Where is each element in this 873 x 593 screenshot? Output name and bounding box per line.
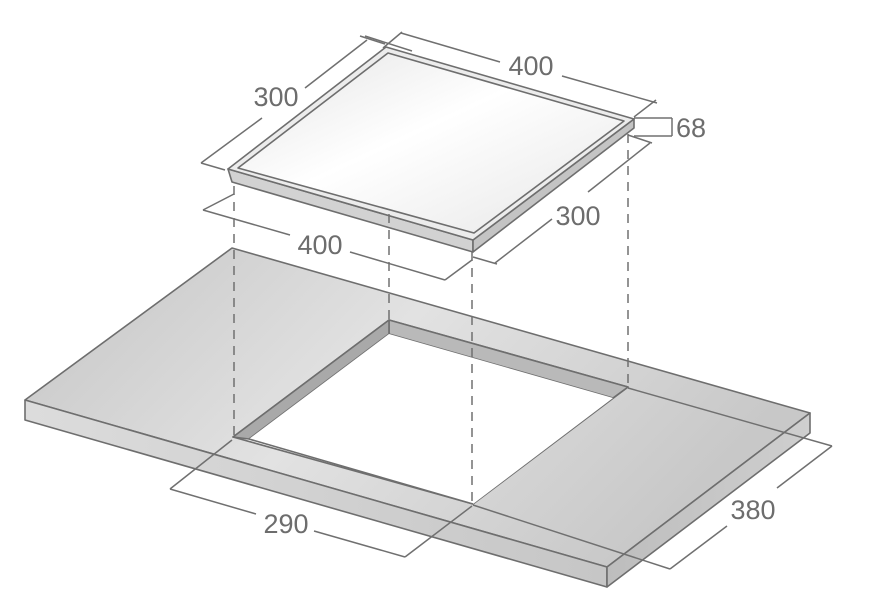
hob [227, 46, 635, 253]
dimension-hob-width-front: 400 [202, 193, 473, 281]
hob-glass-top [237, 52, 625, 234]
dimension-cutout-depth: 380 [472, 387, 833, 570]
label-hob-width-top: 400 [508, 51, 553, 81]
label-hob-height: 68 [676, 113, 706, 143]
projection-lines [233, 134, 629, 503]
dimension-hob-width-top: 400 [364, 31, 658, 118]
label-hob-depth-right: 300 [555, 201, 600, 231]
countertop-side-edge [606, 412, 811, 588]
dimension-hob-height: 68 [634, 113, 706, 143]
label-cutout-width: 290 [263, 509, 308, 539]
countertop [24, 247, 811, 588]
label-hob-depth-left: 300 [253, 82, 298, 112]
dimension-hob-depth-right: 300 [472, 134, 653, 265]
dimension-cutout-width: 290 [169, 439, 473, 558]
cutout-lower-edge [248, 438, 474, 505]
cutout-floor-visible [249, 334, 613, 504]
dimension-hob-depth-left: 300 [200, 35, 386, 171]
label-cutout-depth: 380 [730, 495, 775, 525]
label-hob-width-front: 400 [297, 230, 342, 260]
